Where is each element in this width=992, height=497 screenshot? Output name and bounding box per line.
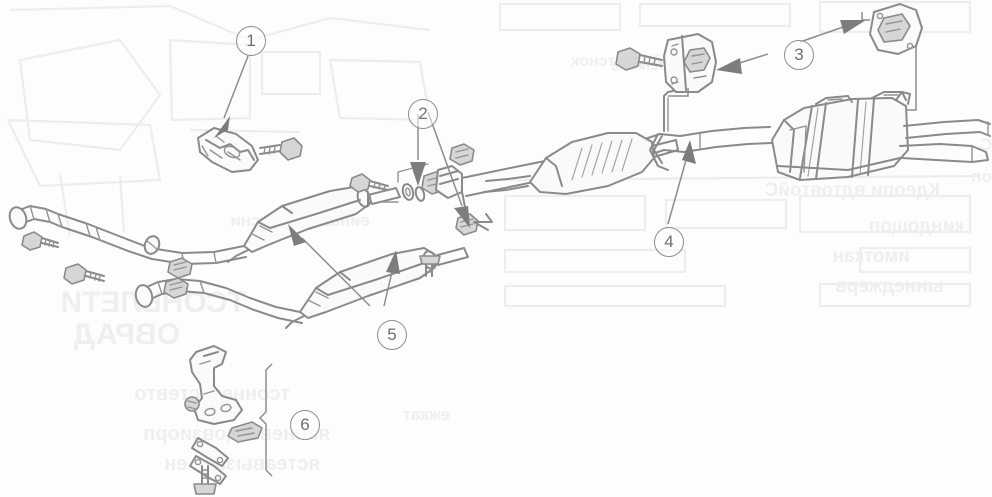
catalytic-converter-lower <box>285 247 469 329</box>
bracket-clamp <box>227 421 263 443</box>
hanger-bolt <box>615 47 663 71</box>
callout-3[interactable]: 3 <box>784 40 814 70</box>
callout-4-number: 4 <box>664 232 674 251</box>
catalytic-converter-upper <box>227 185 401 263</box>
tailpipe-upper <box>903 119 991 139</box>
flange-nut-upper <box>449 143 475 166</box>
callout-5-number: 5 <box>387 325 397 344</box>
rubber-hanger-front <box>663 33 717 93</box>
callout-3-number: 3 <box>794 45 804 64</box>
callout-2[interactable]: 2 <box>408 99 438 129</box>
svg-text:ыннеджерв: ыннеджерв <box>835 276 944 297</box>
front-heat-shield-bracket <box>197 127 259 173</box>
callout-5[interactable]: 5 <box>377 320 407 350</box>
fastener-group-left <box>21 231 193 299</box>
centre-resonator <box>483 132 679 195</box>
heat-shield-bolt <box>259 137 303 161</box>
nut-left-2 <box>163 277 189 299</box>
bolt-left-1 <box>21 231 59 251</box>
rear-muffler <box>771 91 911 181</box>
bracket-strap-upper <box>191 437 229 467</box>
nut-left-1 <box>167 257 193 279</box>
mounting-bracket-kit <box>184 345 273 495</box>
bracket-bolt <box>193 465 217 495</box>
svg-text:Кдеопи вдтоятойС: Кдеопи вдтоятойС <box>764 180 940 201</box>
svg-text:имоткан: имоткан <box>833 246 910 267</box>
callout-6[interactable]: 6 <box>290 410 320 440</box>
mounting-bracket <box>189 345 243 425</box>
rubber-hanger-rear <box>869 3 923 55</box>
tailpipe-lower <box>899 143 989 163</box>
flange-joint-assembly <box>349 143 493 236</box>
callout-1[interactable]: 1 <box>236 26 266 56</box>
bolt-left-2 <box>63 263 105 285</box>
callout-6-number: 6 <box>300 415 310 434</box>
svg-text:ястеавызако ен: ястеавызако ен <box>164 453 321 475</box>
flange-bolt <box>349 173 389 193</box>
downpipe-left-upper <box>8 205 247 265</box>
hanger-rod-front <box>649 87 689 171</box>
callout-4[interactable]: 4 <box>654 227 684 257</box>
bolt-centre-lower <box>419 255 441 277</box>
callout-2-number: 2 <box>418 104 428 123</box>
svg-text:ОВРАД: ОВРАД <box>73 318 180 351</box>
svg-text:яинежолоп: яинежолоп <box>971 167 992 186</box>
svg-text:ткаднопС: ткаднопС <box>980 135 992 154</box>
callout-1-number: 1 <box>246 31 256 50</box>
svg-text:ежкат: ежкат <box>402 405 450 424</box>
callout-leaders <box>214 20 866 307</box>
svg-text:ТСОНЬЛЕТИ: ТСОНЬЛЕТИ <box>60 286 246 319</box>
svg-text:киндощоп: киндощоп <box>869 216 964 237</box>
